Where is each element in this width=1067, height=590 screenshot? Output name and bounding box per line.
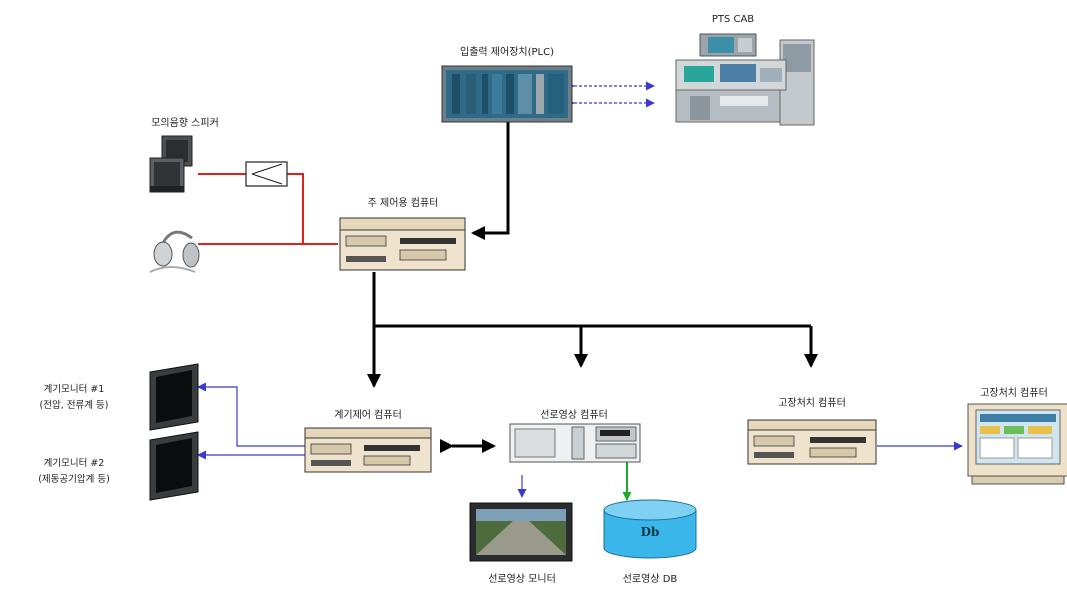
fault-computer-label: 고장처치 컴퓨터 (778, 397, 846, 409)
cab-label: PTS CAB (712, 14, 754, 25)
fault-computer-icon (747, 419, 877, 465)
video-db-label: 선로영상 DB (623, 573, 678, 585)
headset-icon (149, 230, 200, 273)
instrument-computer-icon (304, 427, 432, 473)
crt-monitor-icon (967, 403, 1067, 485)
video-monitor-label: 선로영상 모니터 (488, 573, 556, 585)
plc-to-main-connector (471, 122, 510, 240)
db-text: Db (641, 525, 660, 539)
monitor1-icon (149, 363, 199, 431)
monitor1-title: 계기모니터 #1 (44, 383, 105, 395)
monitor1-sub: (전압, 전류계 등) (40, 399, 109, 411)
main-trunk-connector (372, 272, 811, 328)
speaker-label: 모의음향 스피커 (151, 117, 219, 129)
audio-line-amp-main (287, 173, 338, 245)
video-monitor-icon (469, 502, 573, 562)
amplifier-icon (245, 161, 288, 187)
plc-label: 입출력 제어장치(PLC) (460, 45, 554, 58)
main-computer-label: 주 제어용 컴퓨터 (368, 197, 439, 209)
video-computer-icon (509, 423, 641, 463)
speaker-icon (149, 135, 193, 193)
monitor2-title: 계기모니터 #2 (44, 457, 105, 469)
monitor2-icon (149, 431, 199, 501)
video-computer-label: 선로영상 컴퓨터 (540, 409, 608, 421)
main-computer-icon (339, 217, 466, 271)
plc-rack-icon (441, 65, 573, 123)
monitor2-sub: (제동공기압계 등) (38, 473, 110, 485)
database-icon: Db (603, 499, 697, 559)
instrument-computer-label: 계기제어 컴퓨터 (334, 409, 402, 421)
fault-crt-label: 고장처치 컴퓨터 (980, 387, 1048, 399)
cab-console-icon (675, 33, 815, 126)
inst-to-monitor1 (197, 382, 305, 447)
